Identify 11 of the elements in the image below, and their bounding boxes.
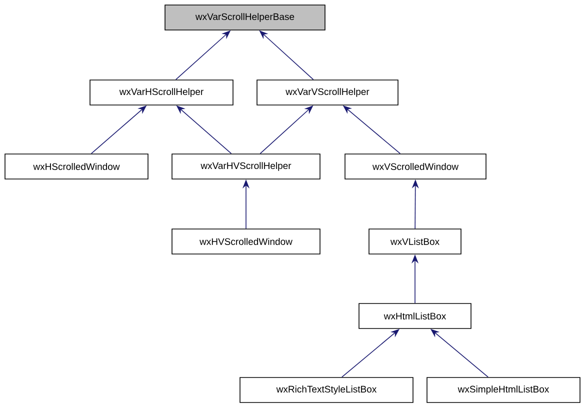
class-box: wxVarVScrollHelper (256, 80, 398, 106)
class-box: wxHVScrolledWindow (172, 228, 320, 254)
class-box: wxHtmlListBox (358, 303, 472, 329)
class-box: wxSimpleHtmlListBox (426, 377, 580, 403)
class-box: wxVScrolledWindow (344, 154, 486, 180)
class-box: wxVarScrollHelperBase (164, 4, 326, 30)
class-box: wxHScrolledWindow (4, 154, 148, 180)
class-box: wxRichTextStyleListBox (240, 377, 414, 403)
class-box: wxVarHVScrollHelper (172, 154, 320, 180)
class-box: wxVarHScrollHelper (90, 80, 234, 106)
class-box: wxVListBox (368, 228, 462, 254)
